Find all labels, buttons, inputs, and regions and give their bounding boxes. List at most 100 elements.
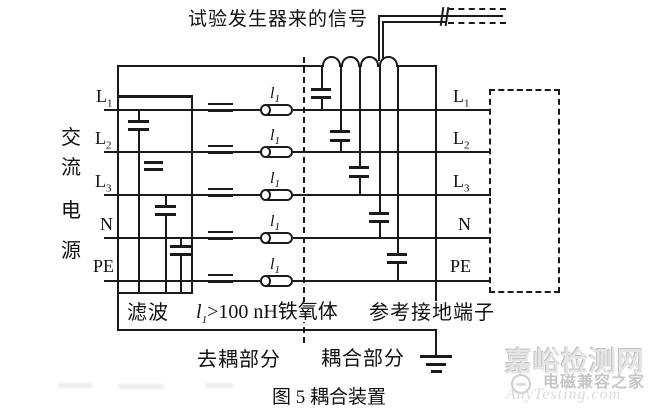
bead-label-l1: l1 xyxy=(270,85,280,106)
ground-bar-1 xyxy=(420,355,452,358)
filter-label: 滤波 xyxy=(127,302,169,324)
decoupling-sym-l2-bottom xyxy=(208,151,233,154)
filter-box-bottom-edge xyxy=(117,292,193,294)
decoupling-sym-l3-bottom xyxy=(208,194,233,197)
cable-shield-dashed-bottom xyxy=(448,22,506,24)
coupling-cap-n-plate-top xyxy=(369,212,389,215)
figure-caption: 图 5 耦合装置 xyxy=(272,387,387,408)
signal-drop-line-right xyxy=(382,21,384,61)
decoupling-sym-pe-top xyxy=(208,274,233,276)
coupling-cap-pe-plate-top xyxy=(387,253,407,256)
decoupling-coupling-divider xyxy=(303,57,305,343)
ferrite-bead-l3-cap xyxy=(260,189,271,201)
line-n xyxy=(104,237,491,239)
ac-source-char-1: 交 xyxy=(61,127,82,149)
ferrite-bead-n-cap xyxy=(260,232,271,244)
ground-lead xyxy=(435,329,437,357)
watermark-logo-icon xyxy=(511,374,531,394)
ac-source-char-3: 电 xyxy=(61,200,82,222)
faint-watermark-smudge-1 xyxy=(58,383,92,388)
coupling-cap-l2-plate-top xyxy=(330,130,350,133)
coil-hump-3 xyxy=(360,56,379,67)
ferrite-bead-l1-cap xyxy=(260,104,271,116)
coupling-cap-l3-plate-bottom xyxy=(349,175,369,178)
ac-source-char-2: 流 xyxy=(61,157,82,179)
filter-cap2-plate-top xyxy=(144,161,163,164)
coupling-cap-l1-lead-top xyxy=(321,66,323,89)
filter-cap4-lead-top xyxy=(180,237,182,246)
watermark-site: 嘉峪检测网 xyxy=(505,347,645,377)
filter-cap2-plate-bottom xyxy=(144,168,163,171)
ac-source-char-4: 源 xyxy=(61,240,82,262)
coupling-cap-pe-lead-bottom xyxy=(397,264,399,282)
filter-cap3-plate-top xyxy=(155,205,176,208)
line-pe xyxy=(104,280,491,282)
line-l1 xyxy=(104,109,491,111)
faint-watermark-smudge-2 xyxy=(118,384,164,389)
coupling-cap-l3-plate-top xyxy=(349,166,369,169)
ground-bar-3 xyxy=(431,370,442,373)
line-l2 xyxy=(104,151,491,153)
outer-box-top-edge-left xyxy=(117,65,323,67)
left-label-l1: L1 xyxy=(96,86,113,110)
watermark-domain: AnyTesting.com xyxy=(506,386,622,403)
cable-shield-dashed-top xyxy=(448,8,506,10)
filter-cap4-plate-bottom xyxy=(170,253,191,256)
filter-cap4-lead-bottom xyxy=(180,256,182,292)
bead-label-n: l1 xyxy=(270,213,280,234)
coupling-section-label: 耦合部分 xyxy=(321,348,405,370)
left-label-pe: PE xyxy=(93,256,115,276)
right-label-pe: PE xyxy=(450,256,472,276)
outer-box-top-edge-right xyxy=(396,65,437,67)
coupling-cap-l1-plate-bottom xyxy=(311,96,331,99)
bead-label-pe: l1 xyxy=(270,256,280,277)
line-l3 xyxy=(104,194,491,196)
coupling-cap-pe-lead-top xyxy=(397,66,399,254)
left-label-l2: L2 xyxy=(95,128,112,152)
coupling-cap-l1-plate-top xyxy=(311,88,331,91)
coupling-cap-l3-lead-bottom xyxy=(359,178,361,196)
signal-source-label: 试验发生器来的信号 xyxy=(188,9,369,30)
right-label-l3: L3 xyxy=(453,171,470,195)
right-label-l2: L2 xyxy=(453,128,470,152)
ferrite-spec-label: l1>100 nH铁氧体 xyxy=(196,301,338,326)
ground-bar-2 xyxy=(426,363,446,366)
filter-cap1-lead-bottom xyxy=(138,131,140,292)
signal-cable-bottom-line xyxy=(382,21,446,23)
decoupling-sym-n-top xyxy=(208,231,233,233)
coil-hump-2 xyxy=(341,56,360,67)
outer-box-bottom-edge xyxy=(117,329,437,331)
decoupling-sym-n-bottom xyxy=(208,237,233,240)
signal-drop-line-left xyxy=(378,15,380,61)
coupling-cap-l2-lead-bottom xyxy=(340,142,342,153)
filter-box-top-edge xyxy=(117,95,193,98)
left-label-n: N xyxy=(100,214,113,234)
filter-cap4-plate-top xyxy=(170,245,191,248)
filter-cap3-lead-bottom xyxy=(165,216,167,292)
coil-hump-1 xyxy=(322,56,341,67)
ferrite-bead-pe-cap xyxy=(260,275,271,287)
decoupling-sym-pe-bottom xyxy=(208,280,233,283)
coupling-cap-l1-lead-bottom xyxy=(321,99,323,111)
coupling-cap-n-plate-bottom xyxy=(369,220,389,223)
filter-box-right-edge xyxy=(191,95,193,294)
reference-ground-terminal-label: 参考接地端子 xyxy=(369,302,495,324)
coupling-cap-l2-lead-top xyxy=(340,66,342,131)
decoupling-section-label: 去耦部分 xyxy=(197,349,281,371)
filter-cap1-plate-bottom xyxy=(128,128,149,131)
left-label-l3: L3 xyxy=(95,171,112,195)
coupling-cap-l3-lead-top xyxy=(359,66,361,167)
decoupling-sym-l2-top xyxy=(208,145,233,147)
right-label-n: N xyxy=(458,214,471,234)
bead-label-l2: l1 xyxy=(270,127,280,148)
filter-cap1-lead-top xyxy=(138,109,140,120)
coupling-cap-pe-plate-bottom xyxy=(387,261,407,264)
coil-hump-4 xyxy=(379,56,398,67)
eut-dashed-box xyxy=(489,89,560,293)
coupling-cap-l2-plate-bottom xyxy=(330,139,350,142)
coupling-cap-n-lead-top xyxy=(379,66,381,213)
right-label-l1: L1 xyxy=(453,86,470,110)
outer-box-right-edge xyxy=(435,65,437,301)
decoupling-sym-l1-top xyxy=(208,103,233,105)
